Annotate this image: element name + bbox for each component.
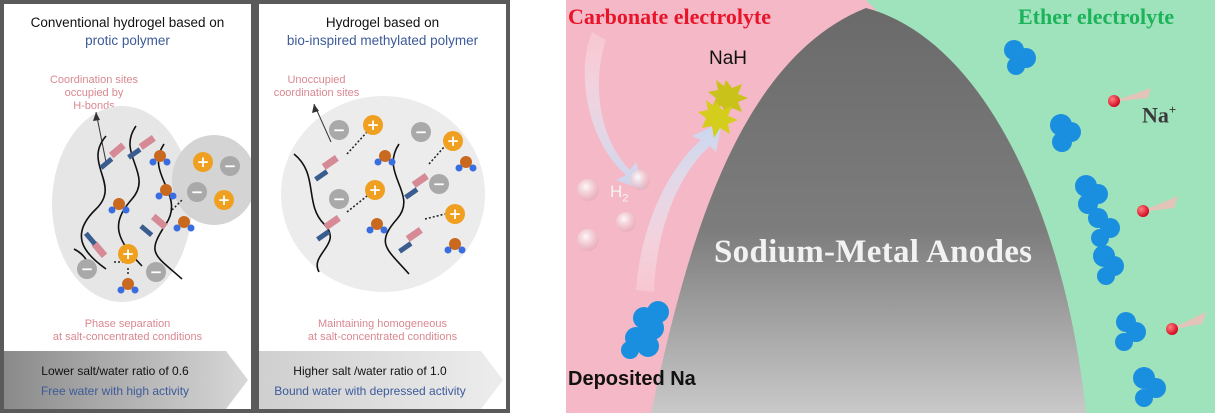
sodium-anode-illustration	[566, 0, 1215, 413]
annotation-line: coordination sites	[273, 87, 360, 99]
conventional-hydrogel-panel: Conventional hydrogel based on protic po…	[4, 4, 251, 409]
panel-a-illustration: + + + − − − −	[52, 106, 251, 302]
panel-b-illustration: + + + + − − − −	[281, 96, 485, 292]
na-ion-icon	[1108, 88, 1151, 107]
anion-icon: −	[77, 259, 97, 279]
anode-label: Sodium-Metal Anodes	[714, 234, 1033, 270]
water-molecule	[374, 150, 396, 166]
methylated-hydrogel-panel: Hydrogel based on bio-inspired methylate…	[259, 4, 506, 409]
salt-water-ratio-text: Higher salt /water ratio of 1.0	[293, 364, 447, 378]
cation-icon: +	[445, 204, 465, 224]
h2-text: H	[610, 182, 623, 201]
sodium-metal-anode	[651, 8, 1086, 413]
panel-b-annotation-bottom: Maintaining homogeneous at salt-concentr…	[259, 318, 506, 344]
anion-icon: −	[220, 156, 240, 176]
na-ion-text: Na	[1142, 102, 1169, 128]
water-activity-text: Bound water with depressed activity	[274, 384, 466, 398]
panel-a-subtitle: protic polymer	[85, 33, 170, 48]
svg-text:−: −	[333, 121, 346, 139]
svg-text:+: +	[447, 132, 460, 150]
panel-a-annotation-top: Coordination sites occupied by H-bonds	[24, 74, 164, 113]
panel-a-title: Conventional hydrogel based on	[30, 15, 225, 30]
panel-a-ratio-arrow: Lower salt/water ratio of 0.6 Free water…	[4, 351, 251, 409]
carbonate-electrolyte-label: Carbonate electrolyte	[568, 4, 772, 29]
h2-subscript: 2	[622, 192, 629, 205]
panel-a-annotation-bottom: Phase separation at salt-concentrated co…	[4, 318, 251, 344]
panel-b-subtitle: bio-inspired methylated polymer	[286, 33, 479, 48]
anion-icon: −	[329, 120, 349, 140]
anion-icon: −	[187, 182, 207, 202]
nah-formation-arrow	[636, 122, 722, 292]
water-molecule	[366, 218, 388, 234]
cation-icon: +	[443, 131, 463, 151]
svg-text:+: +	[367, 116, 380, 134]
water-molecule	[444, 238, 466, 254]
svg-text:−: −	[81, 260, 94, 278]
water-activity-text: Free water with high activity	[40, 384, 190, 398]
annotation-line: Maintaining homogeneous	[317, 318, 448, 330]
h2-label: H2	[610, 182, 628, 204]
hydrogel-comparison-figure: Conventional hydrogel based on protic po…	[0, 0, 510, 413]
svg-text:+: +	[197, 153, 210, 171]
anion-icon: −	[411, 122, 431, 142]
svg-text:−: −	[333, 190, 346, 208]
na-ion-icon	[1166, 312, 1206, 335]
cation-icon: +	[363, 115, 383, 135]
na-ion-icon	[1137, 196, 1178, 217]
cation-icon: +	[118, 244, 138, 264]
nah-cluster-icon	[698, 80, 748, 138]
water-molecule	[455, 156, 477, 172]
cation-icon: +	[365, 180, 385, 200]
panel-b-title: Hydrogel based on	[325, 15, 440, 30]
water-molecule	[149, 150, 171, 166]
annotation-line: H-bonds	[73, 100, 115, 112]
annotation-line: Phase separation	[84, 318, 171, 330]
anion-icon: −	[429, 174, 449, 194]
water-molecule	[108, 198, 130, 214]
cation-icon: +	[193, 152, 213, 172]
deposited-na-cluster-icon	[621, 301, 669, 359]
h2-bubble	[577, 229, 599, 251]
h2-bubble	[577, 179, 599, 201]
sodium-anode-figure: Carbonate electrolyte Ether electrolyte …	[566, 0, 1215, 413]
svg-text:−: −	[433, 175, 446, 193]
deposited-na-cluster-icon	[1004, 40, 1166, 407]
panel-b-annotation-top: Unoccupied coordination sites	[259, 74, 374, 100]
svg-text:+: +	[369, 181, 382, 199]
annotation-line: occupied by	[64, 87, 124, 99]
anion-icon: −	[146, 262, 166, 282]
na-ion-charge: +	[1168, 102, 1177, 117]
water-molecule	[173, 216, 195, 232]
water-molecule	[117, 278, 139, 294]
water-molecule	[155, 184, 177, 200]
panel-b-ratio-arrow: Higher salt /water ratio of 1.0 Bound wa…	[259, 351, 506, 409]
svg-text:+: +	[122, 245, 135, 263]
svg-text:+: +	[218, 191, 231, 209]
deposited-na-label: Deposited Na	[568, 368, 696, 390]
annotation-line: Coordination sites	[49, 74, 139, 86]
svg-text:−: −	[150, 263, 163, 281]
svg-text:+: +	[449, 205, 462, 223]
h2-bubble	[616, 212, 636, 232]
svg-text:−: −	[415, 123, 428, 141]
annotation-line: Unoccupied	[287, 74, 346, 86]
h2-bubble	[630, 170, 650, 190]
svg-text:−: −	[224, 157, 237, 175]
annotation-line: at salt-concentrated conditions	[52, 331, 203, 343]
nah-label: NaH	[709, 48, 748, 69]
na-ion-label: Na+	[1142, 102, 1176, 128]
anion-icon: −	[329, 189, 349, 209]
ether-electrolyte-label: Ether electrolyte	[1018, 4, 1175, 29]
svg-text:−: −	[191, 183, 204, 201]
cation-icon: +	[214, 190, 234, 210]
annotation-line: at salt-concentrated conditions	[307, 331, 458, 343]
salt-water-ratio-text: Lower salt/water ratio of 0.6	[41, 364, 189, 378]
